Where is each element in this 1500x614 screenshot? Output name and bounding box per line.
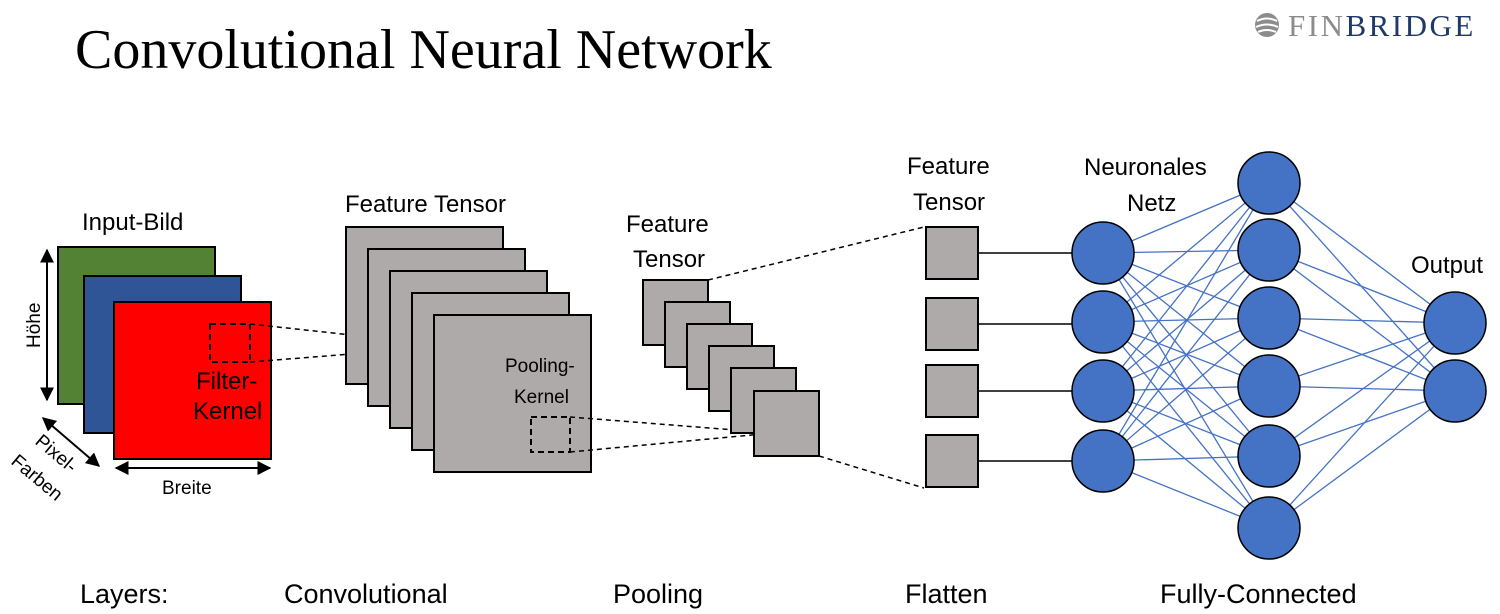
neuron bbox=[1237, 424, 1301, 488]
layer-flatten: Flatten bbox=[905, 579, 988, 609]
neuron bbox=[1237, 354, 1301, 418]
layers-header: Layers: bbox=[80, 579, 169, 609]
output-neurons bbox=[1423, 291, 1487, 423]
output-label: Output bbox=[1411, 252, 1483, 279]
width-label: Breite bbox=[162, 478, 212, 499]
pooling-projection-line bbox=[569, 432, 774, 453]
depth-arrow bbox=[41, 417, 101, 467]
hidden-neurons bbox=[1237, 151, 1301, 560]
neuron bbox=[1237, 218, 1301, 282]
flatten-projection-line bbox=[707, 226, 925, 281]
flatten-feature-label-2: Tensor bbox=[913, 189, 985, 216]
filter-label-2: Kernel bbox=[193, 398, 262, 425]
neuron bbox=[1423, 359, 1487, 423]
filter-label-1: Filter- bbox=[196, 368, 257, 395]
pooling-label-1: Pooling- bbox=[505, 356, 575, 377]
pooling-kernel-box bbox=[530, 416, 571, 453]
flatten-feature-label-1: Feature bbox=[907, 153, 990, 180]
pooled-feature-map bbox=[753, 390, 820, 457]
neuron bbox=[1071, 359, 1135, 423]
input-neurons bbox=[1071, 221, 1135, 493]
flatten-cell bbox=[925, 297, 979, 351]
brand-bridge: BRIDGE bbox=[1345, 7, 1476, 43]
conv-feature-tensor-label: Feature Tensor bbox=[345, 191, 506, 218]
pooled-feature-stack bbox=[642, 279, 820, 457]
brand-name: FINBRIDGE bbox=[1288, 10, 1476, 41]
layer-fully-connected: Fully-Connected bbox=[1160, 579, 1357, 609]
layer-pooling: Pooling bbox=[613, 579, 703, 609]
input-image-label: Input-Bild bbox=[82, 209, 183, 236]
brand-fin: FIN bbox=[1288, 7, 1346, 43]
network-label-2: Netz bbox=[1127, 190, 1176, 217]
flatten-cell bbox=[925, 364, 979, 418]
height-label: Höhe bbox=[24, 303, 45, 348]
neuron bbox=[1237, 286, 1301, 350]
neuron bbox=[1237, 496, 1301, 560]
neuron bbox=[1237, 151, 1301, 215]
pooling-label-2: Kernel bbox=[514, 387, 569, 408]
filter-kernel-box bbox=[209, 323, 251, 363]
input-image bbox=[57, 246, 272, 460]
pooled-feature-label-1: Feature bbox=[626, 211, 709, 238]
pooling-projection-line bbox=[569, 416, 774, 434]
conv-feature-map bbox=[433, 314, 592, 473]
brand-logo: FINBRIDGE bbox=[1252, 8, 1476, 42]
layer-convolutional: Convolutional bbox=[284, 579, 448, 609]
neuron bbox=[1071, 221, 1135, 285]
network-label-1: Neuronales bbox=[1084, 154, 1207, 181]
flatten-projection-line bbox=[818, 455, 925, 489]
flatten-cell bbox=[925, 226, 979, 280]
flatten-cell bbox=[925, 434, 979, 488]
neuron bbox=[1071, 429, 1135, 493]
page-title: Convolutional Neural Network bbox=[75, 19, 772, 81]
pooled-feature-label-2: Tensor bbox=[633, 246, 705, 273]
flatten-vector bbox=[925, 226, 1072, 488]
neuron bbox=[1071, 290, 1135, 354]
globe-logo-icon bbox=[1255, 13, 1279, 37]
input-channel-red bbox=[113, 301, 272, 460]
neuron bbox=[1423, 291, 1487, 355]
conv-feature-stack bbox=[345, 226, 592, 473]
